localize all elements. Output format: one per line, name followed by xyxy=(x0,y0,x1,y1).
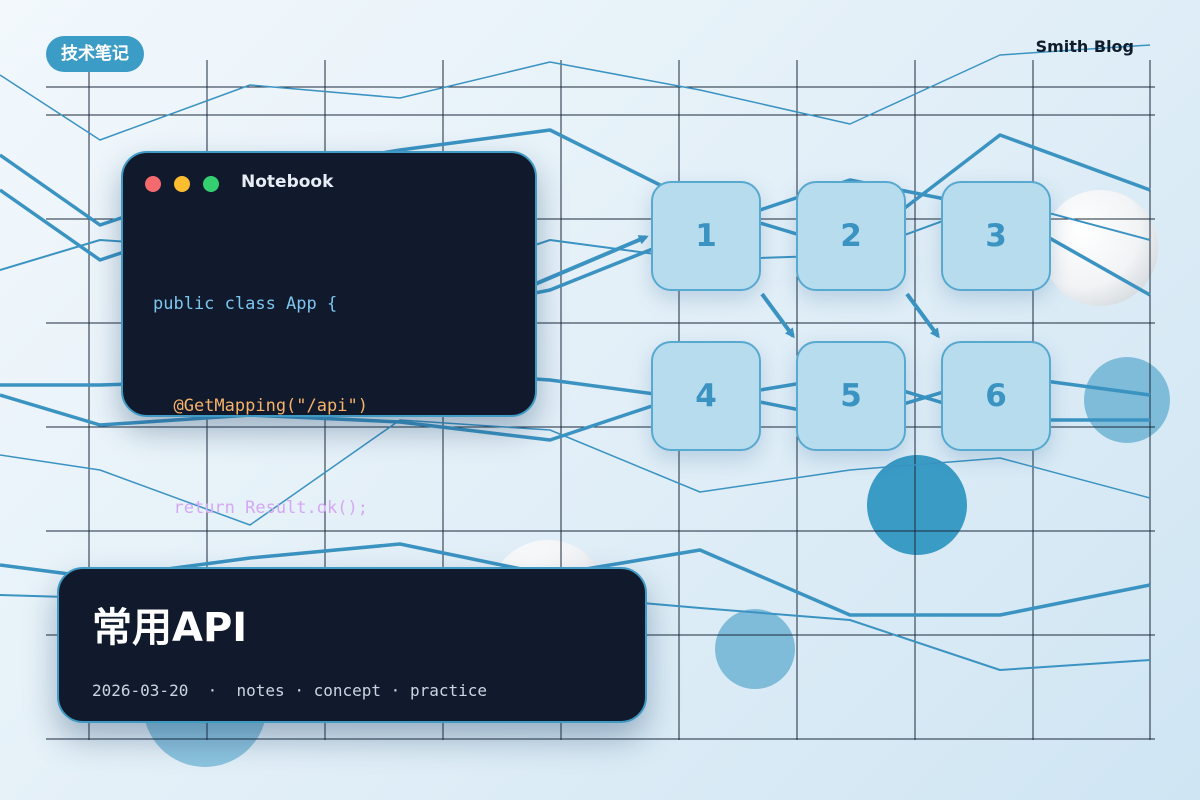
decor-circle xyxy=(1084,357,1170,443)
code-line: public class App { xyxy=(153,294,338,314)
post-tag: notes xyxy=(236,681,285,700)
flow-node-3: 3 xyxy=(941,181,1051,291)
decor-circle xyxy=(867,455,967,555)
decor-circle xyxy=(715,609,795,689)
minimize-dot-icon[interactable] xyxy=(174,176,190,192)
code-line: return Result.ok(); xyxy=(153,498,368,518)
post-tag: concept xyxy=(313,681,382,700)
title-card: 常用API 2026-03-20 · notes · concept · pra… xyxy=(57,567,647,723)
category-tag[interactable]: 技术笔记 xyxy=(46,36,144,72)
post-date: 2026-03-20 xyxy=(92,681,189,700)
flow-node-2: 2 xyxy=(796,181,906,291)
code-line: @GetMapping("/api") xyxy=(153,396,368,416)
maximize-dot-icon[interactable] xyxy=(203,176,219,192)
code-window-card: Notebook public class App { @GetMapping(… xyxy=(121,151,537,620)
flow-node-6: 6 xyxy=(941,341,1051,451)
flow-arrows xyxy=(532,235,940,339)
flow-node-5: 5 xyxy=(796,341,906,451)
meta-separator: · xyxy=(294,681,304,700)
meta-separator: · xyxy=(390,681,401,700)
page-title: 常用API xyxy=(92,605,248,651)
post-tag: practice xyxy=(409,681,488,700)
meta-separator: · xyxy=(207,681,218,700)
window-controls xyxy=(145,176,219,192)
code-window-title: Notebook xyxy=(241,172,334,192)
flow-node-4: 4 xyxy=(651,341,761,451)
close-dot-icon[interactable] xyxy=(145,176,161,192)
post-meta: 2026-03-20 · notes · concept · practice xyxy=(92,681,487,700)
flow-node-1: 1 xyxy=(651,181,761,291)
brand-name: Smith Blog xyxy=(1035,37,1134,56)
